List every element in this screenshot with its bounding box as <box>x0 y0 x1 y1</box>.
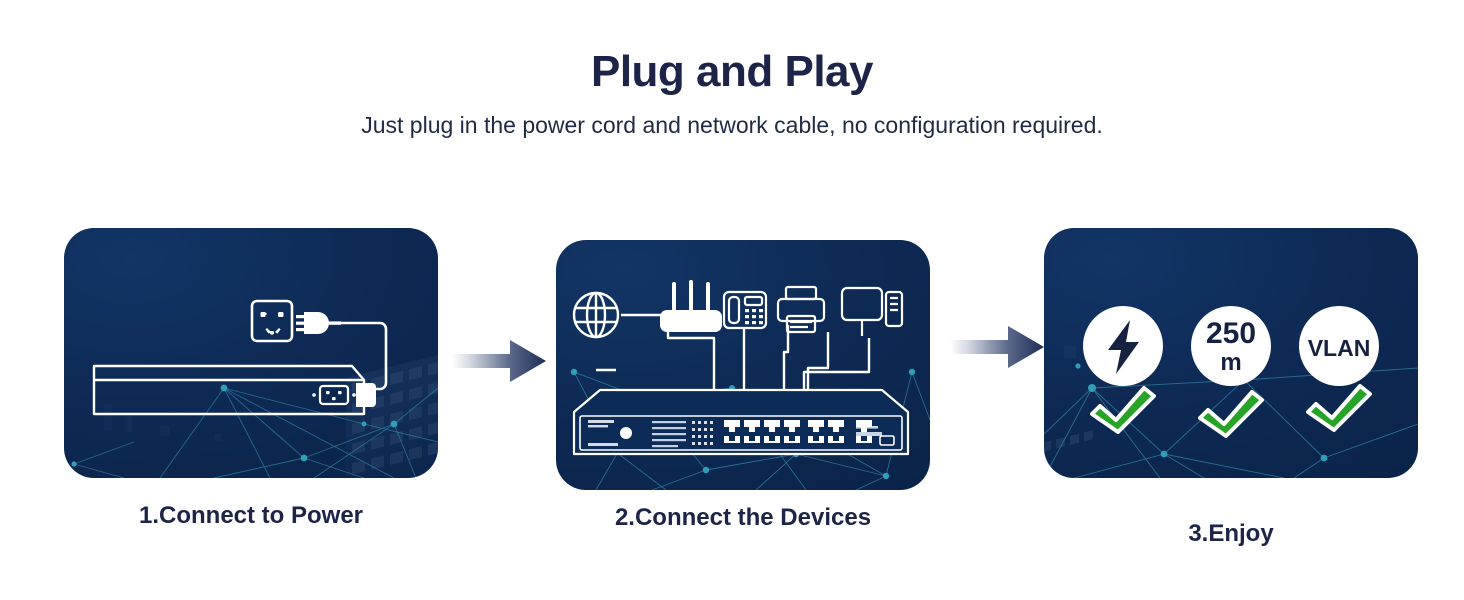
network-switch-icon <box>92 364 366 416</box>
globe-icon <box>572 291 620 339</box>
arrow-step-1-to-2 <box>452 340 546 382</box>
check-mark-extend-range <box>1198 390 1264 438</box>
step-caption-connect-to-power: 1.Connect to Power <box>138 502 364 529</box>
rj45-port-bank <box>724 420 895 446</box>
network-nodes <box>71 384 398 467</box>
iec-power-inlet-icon <box>312 384 356 406</box>
wall-socket-slots <box>260 312 284 335</box>
enjoy-illustration: 250 m VLAN <box>1044 306 1418 478</box>
building-texture <box>1044 346 1093 453</box>
step-panel-connect-to-power <box>64 228 438 478</box>
step-caption-enjoy: 3.Enjoy <box>1188 520 1274 547</box>
steps-row: 250 m VLAN <box>0 228 1464 558</box>
poe-switch-icon <box>572 388 910 456</box>
network-mesh <box>73 387 438 478</box>
connect-to-power-illustration <box>71 299 438 478</box>
step-panel-connect-the-devices <box>556 240 930 490</box>
step-panel-enjoy: 250 m VLAN <box>1044 228 1418 478</box>
ip-phone-icon <box>722 290 768 330</box>
page-title: Plug and Play <box>590 47 874 96</box>
desktop-computer-icon <box>840 286 904 336</box>
page-header: Plug and Play Just plug in the power cor… <box>0 0 1464 139</box>
svg-text:m: m <box>1220 349 1241 376</box>
page-subtitle: Just plug in the power cord and network … <box>361 111 1103 138</box>
power-plug-icon <box>296 312 341 334</box>
inlet-plug-icon <box>356 383 376 407</box>
badge-vlan: VLAN <box>1299 306 1379 386</box>
svg-text:VLAN: VLAN <box>1308 335 1371 361</box>
check-mark-vlan <box>1306 384 1372 432</box>
arrow-step-2-to-3 <box>950 326 1044 368</box>
wifi-router-icon <box>660 280 722 332</box>
svg-text:250: 250 <box>1206 317 1256 350</box>
lightning-bolt-icon <box>1108 320 1139 374</box>
check-mark-poe-power <box>1090 386 1156 434</box>
printer-icon <box>776 285 826 334</box>
ip-phone-keypad <box>745 309 763 325</box>
power-cable-icon <box>338 321 388 391</box>
wall-socket-icon <box>250 299 294 343</box>
badge-poe-power <box>1083 306 1163 386</box>
badge-extend-range: 250 m <box>1191 306 1271 386</box>
connect-the-devices-illustration <box>570 280 930 490</box>
step-caption-connect-the-devices: 2.Connect the Devices <box>614 504 872 531</box>
